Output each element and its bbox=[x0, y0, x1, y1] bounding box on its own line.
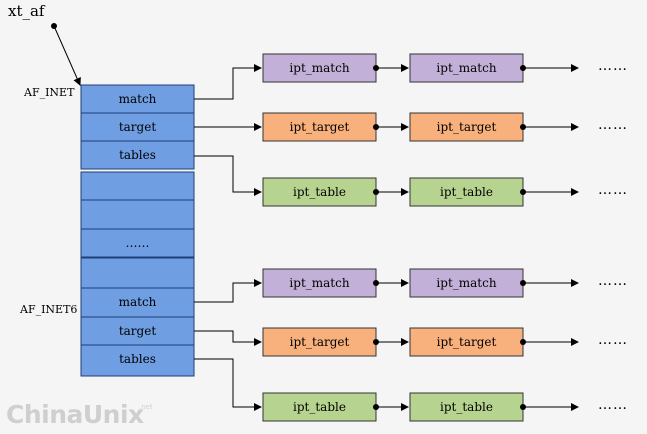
ipt-target-node: ipt_target bbox=[436, 120, 497, 134]
ipt-match-box bbox=[409, 53, 524, 83]
array-cell bbox=[80, 287, 195, 318]
middle-ellipsis-cell: …… bbox=[125, 236, 150, 250]
array-cell bbox=[80, 228, 195, 258]
ipt-target-node: ipt_target bbox=[436, 335, 497, 349]
array-cell bbox=[80, 344, 195, 377]
ipt-match-node: ipt_match bbox=[436, 276, 497, 290]
af-inet-label: AF_INET bbox=[24, 86, 75, 99]
array-cell bbox=[80, 140, 195, 170]
chain-ellipsis: …… bbox=[598, 397, 628, 413]
chain-ellipsis: …… bbox=[598, 117, 628, 133]
ipt-table-node: ipt_table bbox=[293, 400, 346, 414]
array-cell bbox=[80, 112, 195, 142]
inet-match-field: match bbox=[118, 92, 157, 106]
inet6-match-field: match bbox=[118, 295, 157, 309]
watermark-suffix: .net bbox=[139, 403, 153, 411]
ipt-table-node: ipt_table bbox=[440, 185, 493, 199]
ipt-target-box bbox=[262, 327, 377, 357]
array-cell bbox=[80, 199, 195, 230]
af-inet6-label: AF_INET6 bbox=[20, 303, 78, 316]
inet-target-field: target bbox=[118, 120, 157, 134]
ipt-match-node: ipt_match bbox=[289, 61, 350, 75]
ipt-match-node: ipt_match bbox=[289, 276, 350, 290]
array-cell bbox=[80, 257, 195, 289]
chain-ellipsis: …… bbox=[598, 273, 628, 289]
ipt-table-box bbox=[262, 177, 377, 207]
ipt-table-box bbox=[262, 392, 377, 422]
ipt-target-box bbox=[262, 112, 377, 142]
chain-ellipsis: …… bbox=[598, 182, 628, 198]
array-cell bbox=[80, 171, 195, 201]
field-pointer-arrow bbox=[194, 358, 262, 411]
ipt-target-box bbox=[409, 112, 524, 142]
chain-ellipsis: …… bbox=[598, 332, 628, 348]
inet6-tables-field: tables bbox=[119, 352, 156, 366]
inet-tables-field: tables bbox=[119, 148, 156, 162]
ipt-table-node: ipt_table bbox=[440, 400, 493, 414]
chain-ellipsis: …… bbox=[598, 58, 628, 74]
ipt-table-node: ipt_table bbox=[293, 185, 346, 199]
array-cell bbox=[80, 84, 195, 114]
field-pointer-arrow bbox=[194, 155, 262, 196]
root-pointer-arrow bbox=[53, 25, 81, 86]
ipt-match-box bbox=[409, 268, 524, 298]
ipt-match-node: ipt_match bbox=[436, 61, 497, 75]
ipt-target-node: ipt_target bbox=[289, 335, 350, 349]
chinaunix-watermark: ChinaUnix bbox=[6, 400, 144, 429]
ipt-target-box bbox=[409, 327, 524, 357]
field-pointer-arrow bbox=[194, 279, 262, 303]
field-pointer-arrow bbox=[194, 330, 262, 346]
ipt-target-node: ipt_target bbox=[289, 120, 350, 134]
ipt-table-box bbox=[409, 392, 524, 422]
inet6-target-field: target bbox=[118, 324, 157, 338]
xt-af-label: xt_af bbox=[8, 2, 45, 20]
ipt-table-box bbox=[409, 177, 524, 207]
field-pointer-arrow bbox=[194, 64, 262, 100]
